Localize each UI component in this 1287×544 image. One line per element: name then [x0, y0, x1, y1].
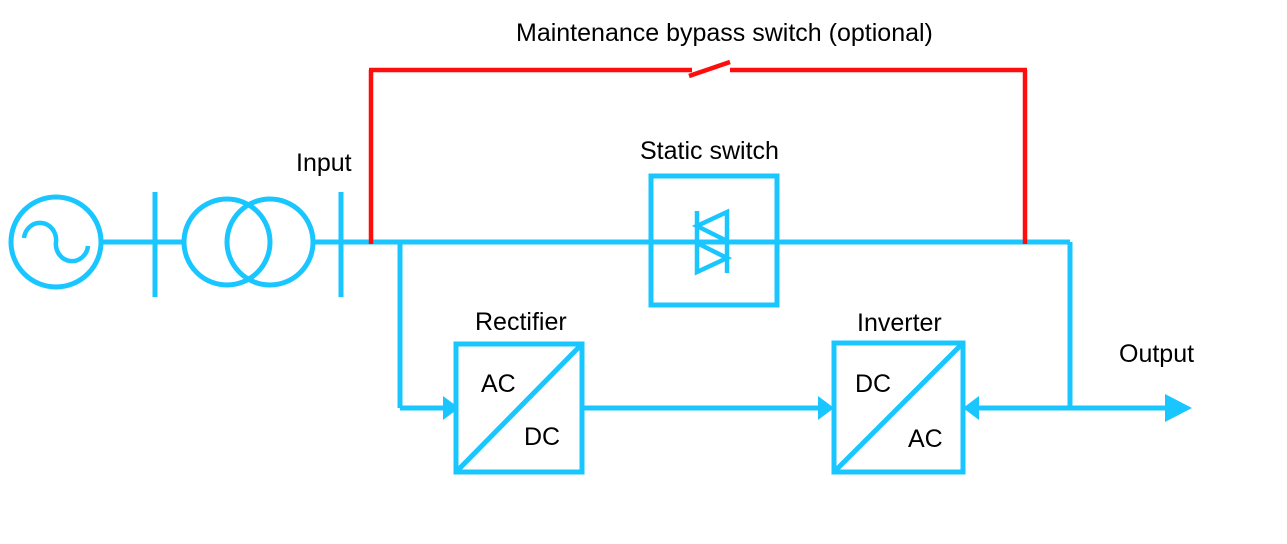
thyristor-upper-triangle-icon: [691, 208, 730, 245]
inverter-block: DC AC: [831, 340, 966, 475]
static-switch-block: [648, 173, 780, 308]
transformer-primary-circle: [181, 196, 273, 288]
output-label: Output: [1119, 340, 1194, 368]
rectifier-input-arrowhead-icon: [443, 396, 459, 420]
thyristor-lower-triangle-icon: [694, 239, 733, 276]
maintenance-bypass-path: [368, 59, 1028, 244]
rectifier-feed-path: [397, 242, 459, 420]
rectifier-ac-label: AC: [481, 370, 516, 398]
inverter-ac-label: AC: [908, 425, 943, 453]
static-switch-box: [648, 173, 780, 308]
bypass-open-switch-blade: [688, 59, 731, 79]
inverter-dc-label: DC: [855, 370, 891, 398]
input-label: Input: [296, 149, 352, 177]
output-arrowhead-icon: [1165, 394, 1192, 422]
ac-source-symbol: [8, 194, 155, 290]
transformer-symbol: [181, 196, 316, 288]
rectifier-block: AC DC: [453, 341, 585, 475]
inverter-title-label: Inverter: [857, 309, 942, 337]
sine-wave-icon: [21, 220, 91, 264]
inverter-diagonal-divider: [832, 341, 965, 474]
inverter-output-arrowhead-icon: [963, 396, 979, 420]
output-bus-path: [963, 242, 1192, 422]
rectifier-diagonal-divider: [454, 342, 584, 474]
inverter-box: [831, 340, 966, 475]
dc-link-path: [582, 396, 834, 420]
inverter-input-arrowhead-icon: [818, 396, 834, 420]
rectifier-dc-label: DC: [524, 423, 560, 451]
rectifier-title-label: Rectifier: [475, 308, 567, 336]
bypass-title-label: Maintenance bypass switch (optional): [516, 19, 933, 47]
static-switch-title-label: Static switch: [640, 137, 779, 165]
